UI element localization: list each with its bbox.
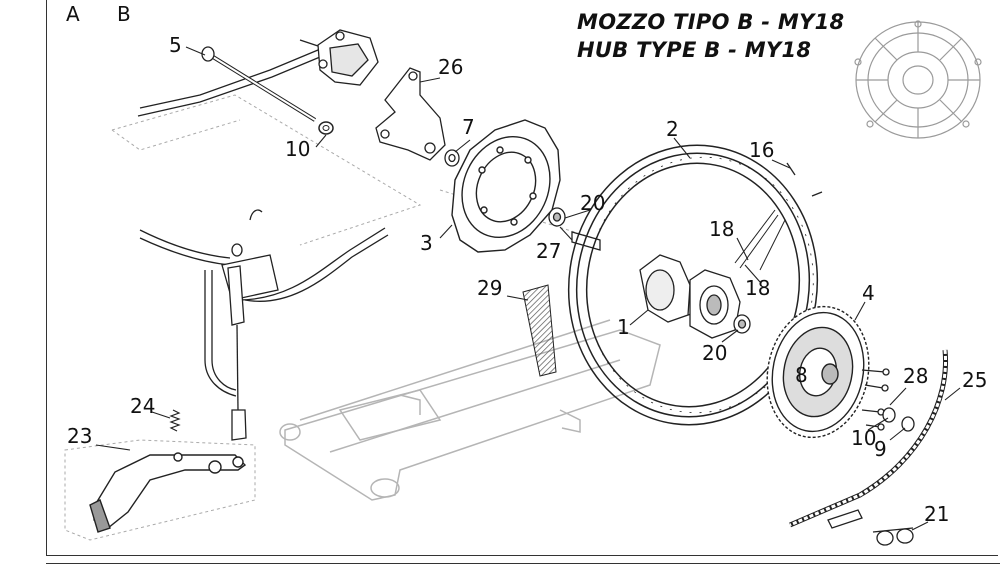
assembly-guide-lines [64,94,601,541]
title-english: HUB TYPE B - MY18 [577,38,812,62]
bearing-20-left [548,207,566,227]
washer-left [318,121,334,135]
callout-25: 25 [962,368,987,392]
callout-16: 16 [749,138,774,162]
spacer-27 [571,231,601,251]
rear-master-cylinder [221,243,279,441]
drive-chain [789,349,949,528]
callout-27: 27 [536,239,561,263]
title-italian: MOZZO TIPO B - MY18 [577,10,845,34]
callout-10-right: 10 [851,426,876,450]
callout-18-top: 18 [709,217,734,241]
brake-hose [137,44,389,397]
rear-sprocket [766,305,870,439]
chain-master-link [827,509,914,546]
column-label-a: A [66,2,80,26]
brake-disc [451,119,561,253]
washer-left-hole [322,125,330,131]
rim-tape [522,284,557,377]
rear-axle [201,46,317,122]
wheel-rim [567,144,819,426]
callout-4: 4 [862,281,875,305]
callout-7: 7 [462,115,475,139]
callout-20-bottom: 20 [702,341,727,365]
column-label-b: B [117,2,131,26]
bearing-20-right [733,314,751,334]
callout-28: 28 [903,364,928,388]
diagram-frame [46,0,998,556]
callout-5: 5 [169,33,182,57]
callout-3: 3 [420,231,433,255]
hub-detail-inset [854,20,982,139]
return-spring [169,409,181,432]
callout-2: 2 [666,117,679,141]
washer-right [882,407,896,423]
callout-leader-lines [95,46,961,531]
wheel-hub [639,254,741,339]
callout-26: 26 [438,55,463,79]
callout-9: 9 [874,437,887,461]
caliper-bracket [375,67,446,161]
bottom-rule [46,563,1000,564]
callout-24: 24 [130,394,155,418]
spokes-18 [734,209,786,271]
swingarm-outline [279,319,661,501]
callout-29: 29 [477,276,502,300]
brake-pedal [89,452,247,533]
callout-8: 8 [795,363,808,387]
brake-caliper [299,29,379,86]
callout-1: 1 [617,315,630,339]
callout-10-left: 10 [285,137,310,161]
nut-9 [901,416,915,432]
valve-16 [786,162,823,197]
callout-21: 21 [924,502,949,526]
callout-18-bottom: 18 [745,276,770,300]
callout-23: 23 [67,424,92,448]
spacer-7 [444,149,460,167]
callout-20-top: 20 [580,191,605,215]
